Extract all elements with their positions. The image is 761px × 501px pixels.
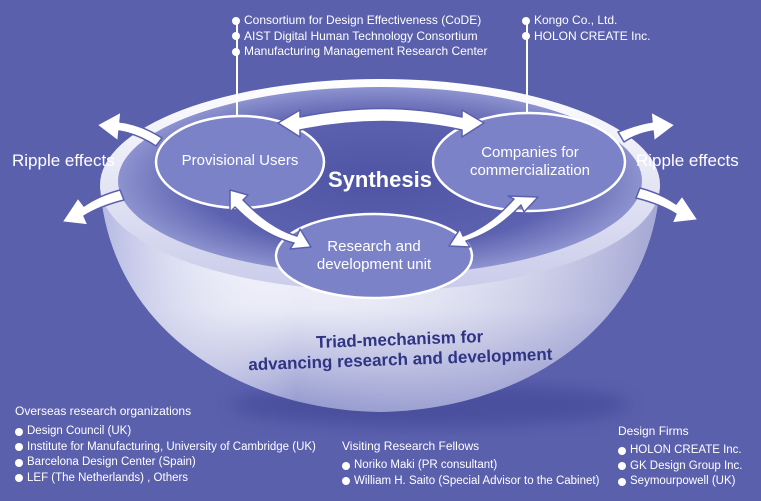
node-label-companies: Companies for commercialization — [445, 144, 615, 180]
node-label-provisional-users: Provisional Users — [170, 152, 310, 170]
list-item: LEF (The Netherlands) , Others — [15, 471, 316, 487]
top-right-companies-list: Kongo Co., Ltd. HOLON CREATE Inc. — [522, 13, 650, 44]
list-item: Kongo Co., Ltd. — [522, 13, 650, 29]
list-item: Barcelona Design Center (Spain) — [15, 455, 316, 471]
list-item: Noriko Maki (PR consultant) — [342, 458, 599, 474]
arrow-users-research — [229, 189, 312, 250]
node-label-line: development unit — [316, 256, 432, 273]
list-item: William H. Saito (Special Advisor to the… — [342, 474, 599, 490]
list-item: HOLON CREATE Inc. — [522, 29, 650, 45]
list-item: Design Council (UK) — [15, 424, 316, 440]
ripple-arrow-bottom-left — [61, 189, 125, 226]
ripple-arrow-bottom-right — [635, 187, 699, 224]
arrow-companies-research — [448, 195, 539, 248]
list-item: HOLON CREATE Inc. — [618, 443, 743, 459]
fellows-list: Noriko Maki (PR consultant) William H. S… — [342, 458, 599, 489]
top-left-organizations-list: Consortium for Design Effectiveness (CoD… — [232, 13, 487, 60]
node-research-unit — [274, 212, 474, 300]
list-item: AIST Digital Human Technology Consortium — [232, 29, 487, 45]
node-label-research-unit: Research and development unit — [299, 238, 449, 274]
synthesis-label: Synthesis — [328, 167, 432, 192]
node-label-line: Companies for — [481, 144, 579, 161]
ripple-arrow-top-left — [96, 111, 163, 147]
node-label-line: Research and — [327, 238, 421, 255]
fellows-heading: Visiting Research Fellows — [342, 439, 480, 453]
ripple-label-left: Ripple effects — [12, 151, 115, 170]
list-item: Institute for Manufacturing, University … — [15, 440, 316, 456]
ripple-arrow-top-right — [617, 111, 676, 143]
design-firms-heading: Design Firms — [618, 424, 689, 438]
list-item: Manufacturing Management Research Center — [232, 44, 487, 60]
list-item: GK Design Group Inc. — [618, 459, 743, 475]
node-companies — [431, 111, 627, 213]
overseas-heading: Overseas research organizations — [15, 404, 192, 418]
list-item: Consortium for Design Effectiveness (CoD… — [232, 13, 487, 29]
node-label-line: Provisional Users — [181, 152, 299, 169]
ripple-label-right: Ripple effects — [636, 151, 739, 170]
node-label-line: commercialization — [469, 162, 591, 179]
list-item: Seymourpowell (UK) — [618, 474, 743, 490]
arrow-users-companies — [277, 107, 485, 138]
design-firms-list: HOLON CREATE Inc. GK Design Group Inc. S… — [618, 443, 743, 490]
overseas-list: Design Council (UK) Institute for Manufa… — [15, 424, 316, 486]
